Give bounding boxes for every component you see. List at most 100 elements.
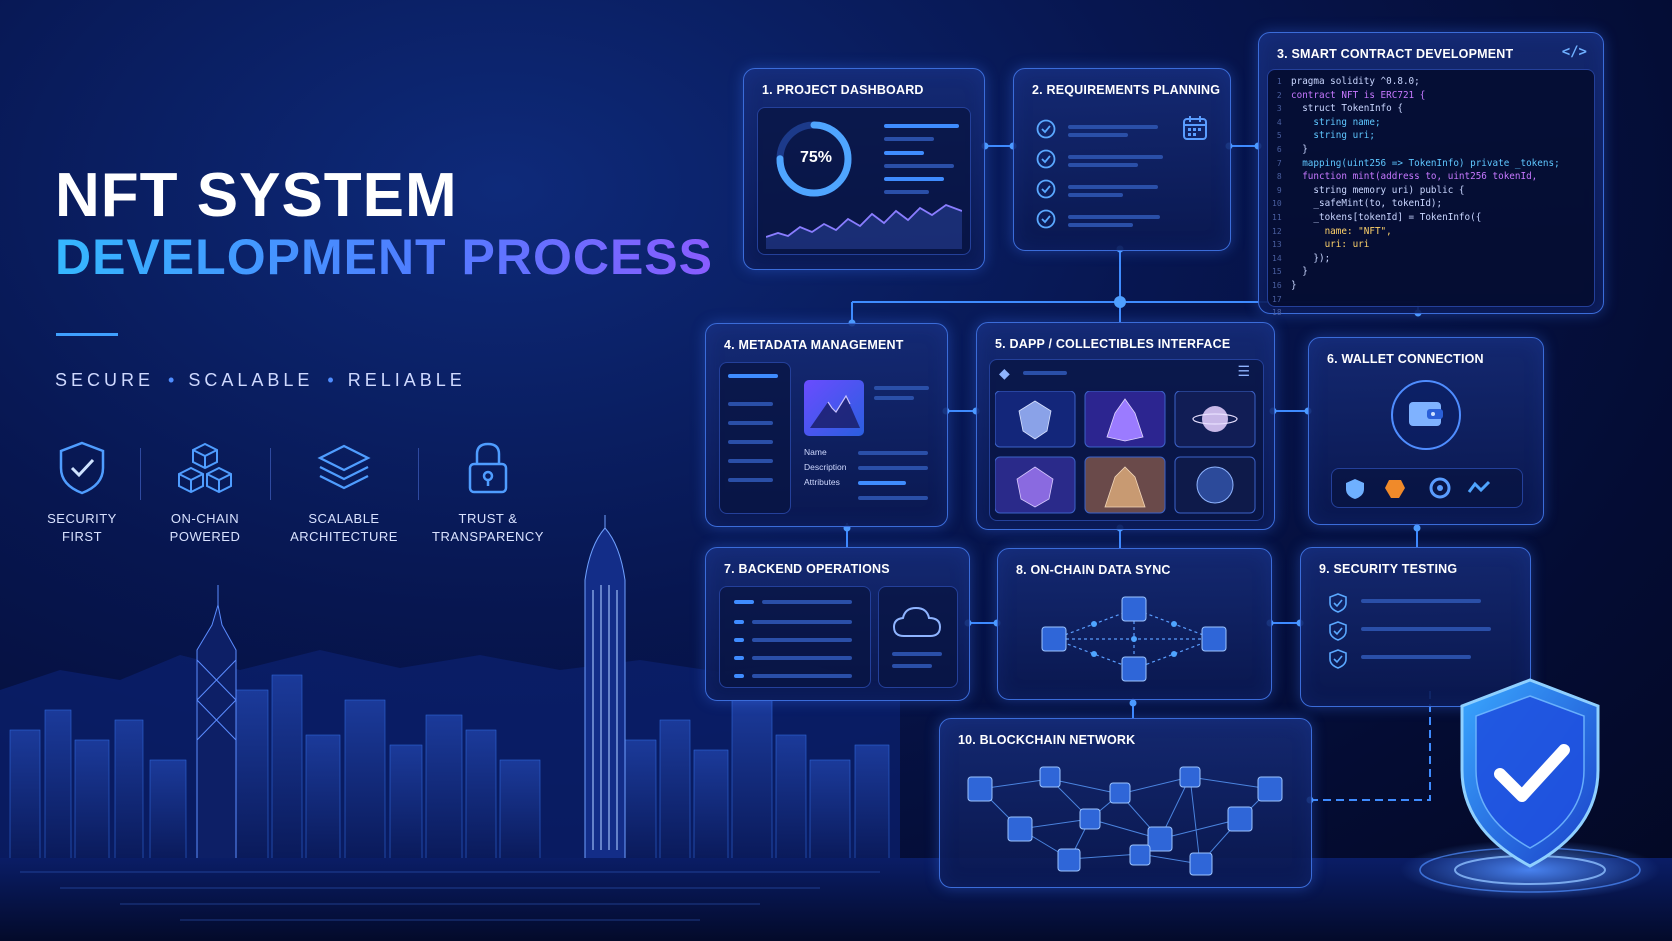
code-line: struct TokenInfo { bbox=[1291, 103, 1403, 115]
stat-bar bbox=[884, 124, 959, 128]
step-on-chain-data-sync: 8. ON-CHAIN DATA SYNC bbox=[997, 548, 1272, 700]
cloud-icon bbox=[892, 606, 942, 637]
feature-label: TRUST & bbox=[458, 511, 518, 526]
step-title: 4. METADATA MANAGEMENT bbox=[724, 338, 904, 352]
step-title: 7. BACKEND OPERATIONS bbox=[724, 562, 890, 576]
sidebar-item bbox=[728, 440, 773, 444]
meta-bar bbox=[858, 451, 928, 455]
stat-bar bbox=[884, 177, 944, 181]
meta-bar bbox=[858, 496, 928, 500]
stat-bar bbox=[884, 164, 954, 168]
title-line2: DEVELOPMENT PROCESS bbox=[55, 229, 713, 285]
code-line: contract NFT is ERC721 { bbox=[1291, 89, 1426, 101]
stat-bar bbox=[884, 190, 929, 194]
step-title: 3. SMART CONTRACT DEVELOPMENT bbox=[1277, 47, 1514, 61]
tagline-dot: • bbox=[327, 370, 334, 390]
test-bar bbox=[1361, 599, 1481, 603]
step-security-testing: 9. SECURITY TESTING bbox=[1300, 547, 1531, 707]
wallet-icon bbox=[1391, 380, 1461, 450]
code-editor bbox=[1267, 69, 1595, 307]
meta-bar bbox=[858, 466, 928, 470]
step-backend-operations: 7. BACKEND OPERATIONS bbox=[705, 547, 970, 701]
table-row bbox=[734, 638, 744, 642]
code-line: string name; bbox=[1291, 116, 1381, 128]
code-icon: </> bbox=[1561, 44, 1587, 60]
task-bar bbox=[1068, 133, 1128, 137]
code-line: function mint(address to, uint256 tokenI… bbox=[1291, 171, 1538, 183]
step-title: 8. ON-CHAIN DATA SYNC bbox=[1016, 563, 1171, 577]
feature-label: POWERED bbox=[169, 529, 241, 544]
metadata-field-list: Name Description Attributes bbox=[804, 445, 847, 490]
task-bar bbox=[1068, 193, 1123, 197]
step-title: 6. WALLET CONNECTION bbox=[1327, 352, 1484, 366]
title-line1: NFT SYSTEM bbox=[55, 161, 458, 230]
step-wallet-connection: 6. WALLET CONNECTION bbox=[1308, 337, 1544, 525]
table-row bbox=[752, 656, 852, 660]
feature-separator bbox=[418, 448, 419, 500]
ethereum-icon: ◆ bbox=[999, 365, 1010, 381]
code-line: _safeMint(to, tokenId); bbox=[1291, 198, 1443, 210]
sidebar-item bbox=[728, 374, 778, 378]
step-metadata-management: 4. METADATA MANAGEMENT Name Description … bbox=[705, 323, 948, 527]
shield-check-icon bbox=[59, 441, 105, 495]
feature-label: TRANSPARENCY bbox=[432, 529, 544, 544]
feature-on-chain: ON-CHAIN POWERED bbox=[140, 440, 270, 546]
task-bar bbox=[1068, 163, 1138, 167]
feature-scalable-architecture: SCALABLE ARCHITECTURE bbox=[279, 440, 409, 546]
metadata-field-label: Description bbox=[804, 462, 847, 472]
tagline: SECURE•SCALABLE•RELIABLE bbox=[55, 370, 466, 391]
step-blockchain-network: 10. BLOCKCHAIN NETWORK bbox=[939, 718, 1312, 888]
code-line-numbers: 1 2 3 4 5 6 7 8 9 10 11 12 13 14 15 16 1… bbox=[1272, 77, 1282, 318]
meta-bar bbox=[858, 481, 906, 485]
padlock-icon bbox=[468, 442, 508, 494]
shield-check-list-icons bbox=[1329, 593, 1347, 669]
step-requirements-planning: 2. REQUIREMENTS PLANNING bbox=[1013, 68, 1231, 251]
solidity-code: pragma solidity ^0.8.0; contract NFT is … bbox=[1291, 75, 1560, 293]
code-line: string memory uri) public { bbox=[1291, 184, 1465, 196]
hamburger-menu-icon[interactable]: ☰ bbox=[1237, 363, 1250, 379]
feature-label: ARCHITECTURE bbox=[290, 529, 398, 544]
feature-label: ON-CHAIN bbox=[170, 511, 240, 526]
progress-percent: 75% bbox=[800, 149, 833, 166]
task-bar bbox=[1068, 125, 1158, 129]
code-line: _tokens[tokenId] = TokenInfo({ bbox=[1291, 211, 1482, 223]
test-bar bbox=[1361, 655, 1471, 659]
step-title: 1. PROJECT DASHBOARD bbox=[762, 83, 924, 97]
wallet-provider-icons bbox=[1346, 477, 1491, 499]
sidebar-item bbox=[728, 459, 773, 463]
tagline-word: SECURE bbox=[55, 370, 155, 390]
table-row bbox=[752, 674, 852, 678]
task-bar bbox=[1068, 215, 1160, 219]
code-line: uri: uri bbox=[1291, 239, 1370, 251]
feature-security-first: SECURITY FIRST bbox=[17, 440, 147, 546]
cloud-panel bbox=[878, 586, 958, 688]
feature-label: SECURITY bbox=[47, 511, 117, 526]
table-row bbox=[762, 600, 852, 604]
table-row bbox=[752, 620, 852, 624]
node-sync-graph bbox=[1041, 596, 1227, 682]
meta-bar bbox=[874, 386, 929, 390]
nft-preview-image bbox=[804, 380, 864, 436]
test-bar bbox=[1361, 627, 1491, 631]
sidebar-item bbox=[728, 421, 773, 425]
feature-label: SCALABLE bbox=[308, 511, 380, 526]
step-title: 2. REQUIREMENTS PLANNING bbox=[1032, 83, 1221, 97]
stat-bar bbox=[884, 137, 934, 141]
table-row bbox=[734, 600, 754, 604]
progress-ring bbox=[776, 121, 852, 197]
checkmark-list-icons bbox=[1036, 119, 1056, 229]
nav-bar bbox=[1023, 371, 1067, 375]
table-row bbox=[734, 674, 744, 678]
security-shield-illustration bbox=[1400, 678, 1660, 900]
sidebar-item bbox=[728, 478, 773, 482]
blockchain-node-network bbox=[967, 766, 1283, 876]
table-row bbox=[734, 656, 744, 660]
table-row bbox=[734, 620, 744, 624]
feature-separator bbox=[140, 448, 141, 500]
feature-separator bbox=[270, 448, 271, 500]
trend-line-chart bbox=[766, 203, 962, 249]
code-line: string uri; bbox=[1291, 130, 1375, 142]
tagline-word: RELIABLE bbox=[347, 370, 466, 390]
code-line: pragma solidity ^0.8.0; bbox=[1291, 76, 1420, 87]
